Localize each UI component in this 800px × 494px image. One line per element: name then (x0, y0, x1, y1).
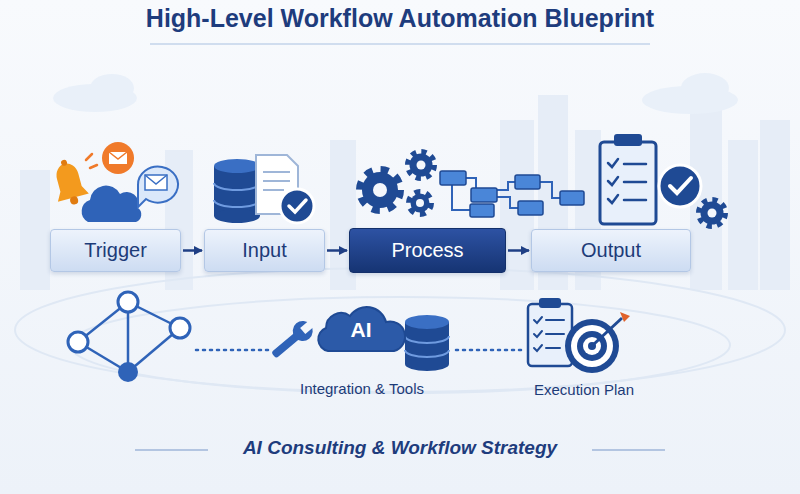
wrench-icon (267, 316, 318, 363)
node-label: Process (391, 239, 463, 262)
process-icons (360, 152, 584, 217)
diagram-caption: AI Consulting & Workflow Strategy (0, 437, 800, 459)
execution-icons (528, 298, 630, 373)
input-icons (214, 155, 314, 223)
cloud-shape (318, 307, 405, 351)
trigger-icons (48, 142, 178, 222)
node-label: Output (581, 239, 641, 262)
flow-arrow (508, 249, 529, 252)
flow-arrow (183, 249, 202, 252)
database-icon (405, 315, 449, 371)
ai-cloud: AI (314, 305, 408, 355)
title-rule (150, 43, 650, 45)
sky-clouds (53, 73, 738, 114)
node-label: Input (242, 239, 286, 262)
node-label: AI (351, 318, 372, 342)
group-label: Integration & Tools (267, 380, 457, 397)
city-skyline (20, 95, 790, 290)
diagram-title: High-Level Workflow Automation Blueprint (0, 4, 800, 33)
group-label: Execution Plan (504, 381, 664, 398)
process-box: Process (349, 228, 506, 273)
flow-arrow (327, 249, 347, 252)
output-icons (600, 134, 725, 226)
output-box: Output (531, 229, 691, 272)
input-box: Input (204, 229, 325, 272)
ground-arcs (15, 268, 785, 393)
trigger-box: Trigger (50, 229, 181, 272)
node-label: Trigger (84, 239, 147, 262)
network-icon (68, 292, 190, 382)
